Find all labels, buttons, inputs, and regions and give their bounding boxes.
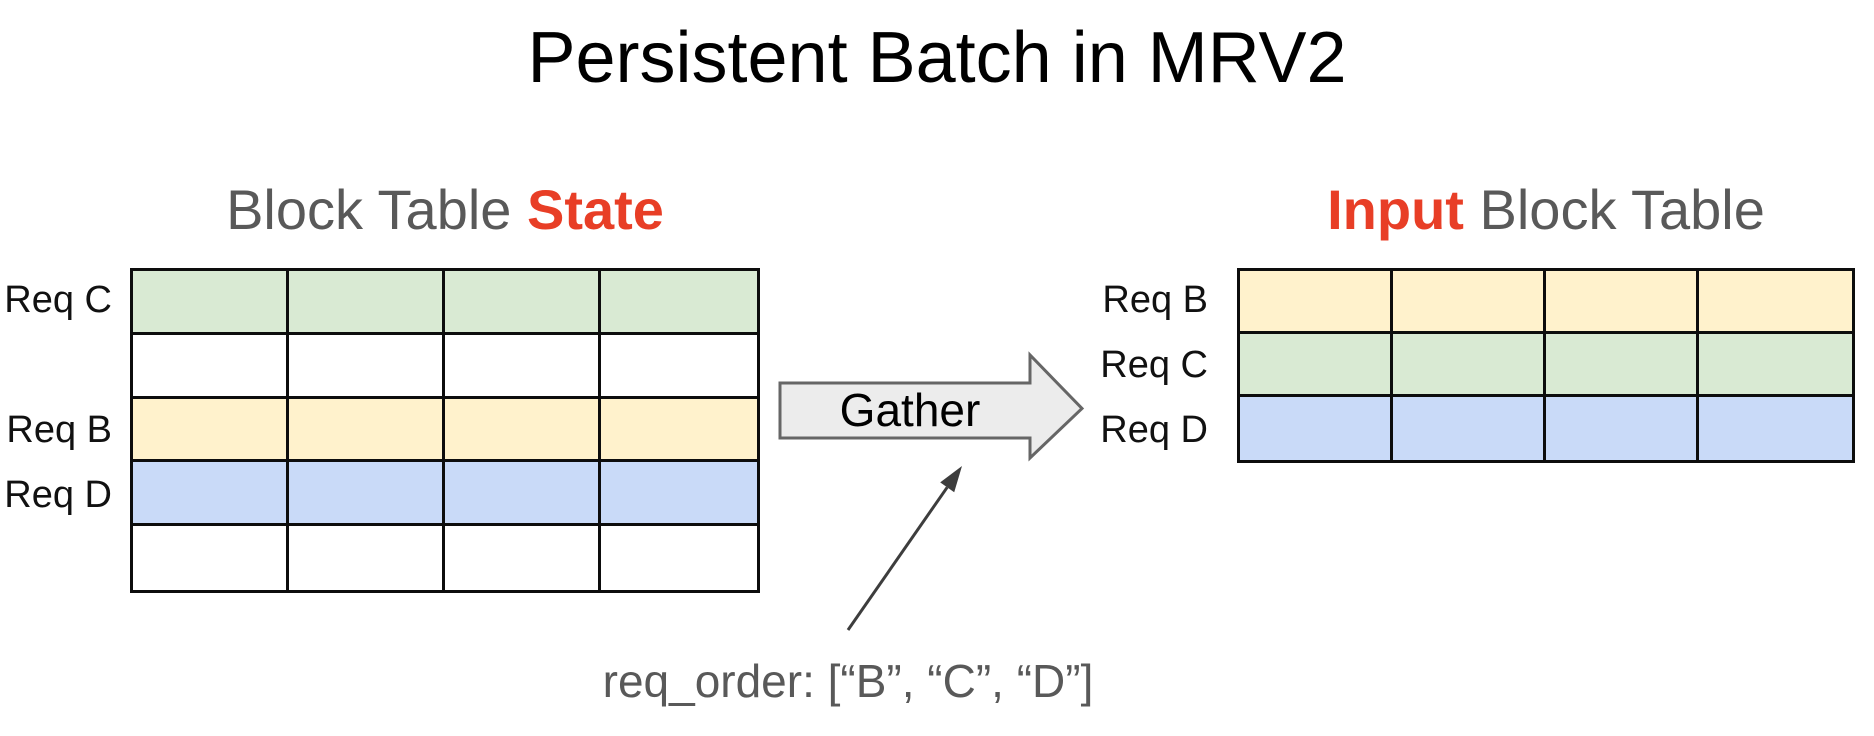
state-table-heading: Block Table State [130,180,760,240]
block-cell [1699,334,1852,397]
input-table-row-labels: Req B Req C Req D [1040,268,1208,463]
block-cell [601,462,757,527]
block-cell [1546,271,1699,334]
state-heading-accent: State [526,178,664,241]
page-title: Persistent Batch in MRV2 [527,18,1347,98]
block-cell [445,398,601,463]
row-label: Req D [1100,409,1208,451]
block-cell [601,334,757,399]
block-cell [289,462,445,527]
block-cell [1393,271,1546,334]
row-label: Req C [4,279,112,321]
block-cell [289,271,445,335]
state-heading-plain: Block Table [226,178,512,241]
block-cell [601,398,757,463]
block-cell [289,398,445,463]
block-cell [1699,397,1852,460]
block-cell [601,271,757,335]
block-cell [1393,334,1546,397]
gather-arrow-label: Gather [839,384,981,436]
block-cell [1393,397,1546,460]
block-cell [601,526,757,590]
row-label: Req C [1100,344,1208,386]
block-cell [133,462,289,527]
block-cell [445,526,601,590]
block-cell [1546,334,1699,397]
block-cell [1699,271,1852,334]
gather-arrow-icon [778,351,1085,462]
block-cell [1546,397,1699,460]
annotation-arrow-icon [846,466,962,631]
block-cell [1240,334,1393,397]
input-table-heading: Input Block Table [1237,180,1855,240]
block-cell [133,334,289,399]
block-cell [133,398,289,463]
input-heading-plain: Block Table [1479,178,1765,241]
block-cell [289,526,445,590]
block-cell [445,462,601,527]
input-heading-accent: Input [1327,178,1464,241]
row-label: Req D [4,474,112,516]
req-order-annotation: req_order: [“B”, “C”, “D”] [602,655,1094,707]
block-cell [1240,271,1393,334]
state-block-table [130,268,760,593]
block-cell [289,334,445,399]
block-cell [1240,397,1393,460]
block-cell [133,271,289,335]
state-table-row-labels: Req C Req B Req D [0,268,112,593]
block-cell [133,526,289,590]
block-cell [445,334,601,399]
row-label: Req B [1102,279,1208,321]
row-label: Req B [6,409,112,451]
block-cell [445,271,601,335]
input-block-table [1237,268,1855,463]
